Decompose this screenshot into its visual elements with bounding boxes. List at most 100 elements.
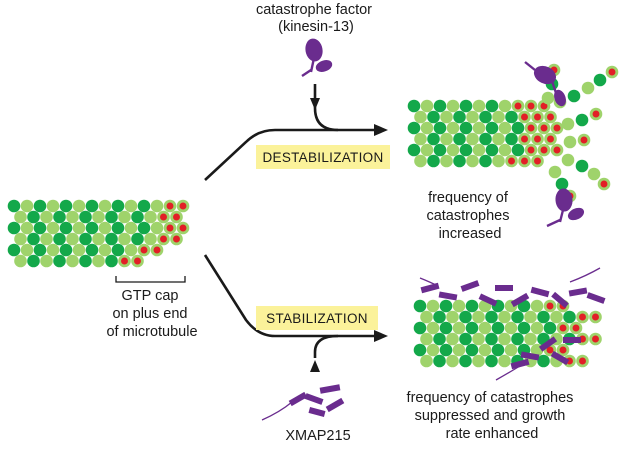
destabilization-label: DESTABILIZATION [262, 150, 383, 165]
tubulin-subunit [548, 165, 562, 179]
tubulin-subunit [446, 332, 459, 346]
tubulin-subunit [472, 310, 485, 324]
tubulin-subunit [440, 154, 453, 168]
gtp-marker [546, 346, 554, 354]
tubulin-subunit [524, 310, 537, 324]
tubulin-subunit [407, 99, 421, 113]
gtp-marker [521, 135, 528, 143]
gtp-marker [527, 146, 535, 154]
tubulin-subunit [446, 121, 460, 135]
tubulin-subunit [485, 143, 499, 157]
tubulin-subunit [7, 243, 21, 257]
tubulin-subunit [479, 154, 492, 168]
tubulin-subunit [53, 210, 66, 224]
xmap215-linker [569, 267, 601, 283]
tubulin-subunit [427, 154, 440, 168]
xmap215-domain [520, 351, 540, 361]
xmap215-linker [419, 277, 439, 287]
tubulin-subunit [537, 310, 550, 324]
tubulin-subunit [105, 254, 118, 268]
tubulin-subunit [85, 243, 99, 257]
kinesin-source-icon [301, 38, 333, 77]
tubulin-subunit [459, 332, 472, 346]
tubulin-subunit [150, 199, 164, 213]
tubulin-subunit [111, 243, 125, 257]
xmap215-protein-icon [261, 384, 345, 421]
frequency-increased-label: frequency of catastrophes increased [426, 190, 513, 242]
xmap215-domain [530, 286, 550, 298]
gtp-marker [173, 213, 180, 221]
tubulin-subunit [466, 110, 479, 124]
arrowheads [310, 98, 388, 372]
tubulin-subunit [505, 132, 518, 146]
tubulin-subunit [581, 81, 595, 95]
tubulin-subunit [433, 332, 446, 346]
gtp-marker [521, 113, 528, 121]
tubulin-subunit [124, 243, 138, 257]
tubulin-subunit [498, 332, 511, 346]
tubulin-subunit [14, 254, 27, 268]
destabilization-box [256, 145, 390, 169]
tubulin-subunit [85, 221, 99, 235]
tubulin-subunit [59, 243, 73, 257]
tubulin-subunit [504, 343, 518, 357]
xmap215-domain [510, 292, 530, 308]
kinesin-input-arrow [313, 84, 339, 132]
tubulin-subunit [72, 243, 86, 257]
gtp-marker [179, 202, 187, 210]
tubulin-subunit [555, 177, 569, 191]
tubulin-subunit [131, 232, 144, 246]
gtp-marker [134, 257, 141, 265]
tubulin-subunit [53, 232, 66, 246]
gtp-marker [553, 124, 561, 132]
tubulin-subunit [85, 199, 99, 213]
gtp-cap-label: GTP cap on plus end of microtubule [106, 288, 197, 340]
tubulin-subunit [40, 210, 53, 224]
tubulin-subunit [92, 232, 105, 246]
gtp-marker [547, 135, 554, 143]
tubulin-subunit [439, 299, 453, 313]
tubulin-subunit [498, 310, 511, 324]
tubulin-subunit [511, 143, 525, 157]
microtubule-stabilized [413, 299, 602, 368]
tubulin-subunit [33, 199, 47, 213]
tubulin-subunit [66, 232, 79, 246]
tubulin-subunit [144, 232, 157, 246]
stabilization-label: STABILIZATION [266, 311, 368, 326]
xmap215-domain [551, 291, 569, 309]
tubulin-subunit [478, 321, 492, 335]
tubulin-subunit [426, 321, 440, 335]
xmap215-domain [460, 280, 480, 292]
gtp-marker [166, 224, 174, 232]
tubulin-subunit [66, 210, 79, 224]
gtp-marker [579, 313, 586, 321]
stabilization-box [256, 306, 378, 330]
gtp-marker [559, 324, 567, 332]
tubulin-subunit [150, 221, 164, 235]
tubulin-subunit [465, 299, 479, 313]
gtp-marker [160, 213, 167, 221]
tubulin-subunit [79, 254, 92, 268]
tubulin-subunit [511, 332, 524, 346]
tubulin-subunit [66, 254, 79, 268]
tubulin-subunit [472, 121, 486, 135]
tubulin-subunit [593, 73, 607, 87]
gtp-marker [166, 202, 174, 210]
tubulin-subunit [92, 254, 105, 268]
tubulin-subunit [479, 110, 492, 124]
tubulin-subunit [440, 132, 453, 146]
tubulin-subunit [492, 154, 505, 168]
tubulin-subunit [420, 332, 433, 346]
gtp-marker [534, 113, 541, 121]
xmap215-linker [495, 365, 521, 381]
tubulin-subunit [498, 143, 512, 157]
tubulin-subunit [111, 221, 125, 235]
arrowhead-stabilization [374, 330, 388, 342]
tubulin-subunit [465, 321, 479, 335]
tubulin-subunit [413, 343, 427, 357]
tubulin-subunit [466, 132, 479, 146]
gtp-marker [540, 146, 548, 154]
arrowhead-kinesin [310, 98, 320, 110]
xmap215-domain [510, 358, 530, 370]
